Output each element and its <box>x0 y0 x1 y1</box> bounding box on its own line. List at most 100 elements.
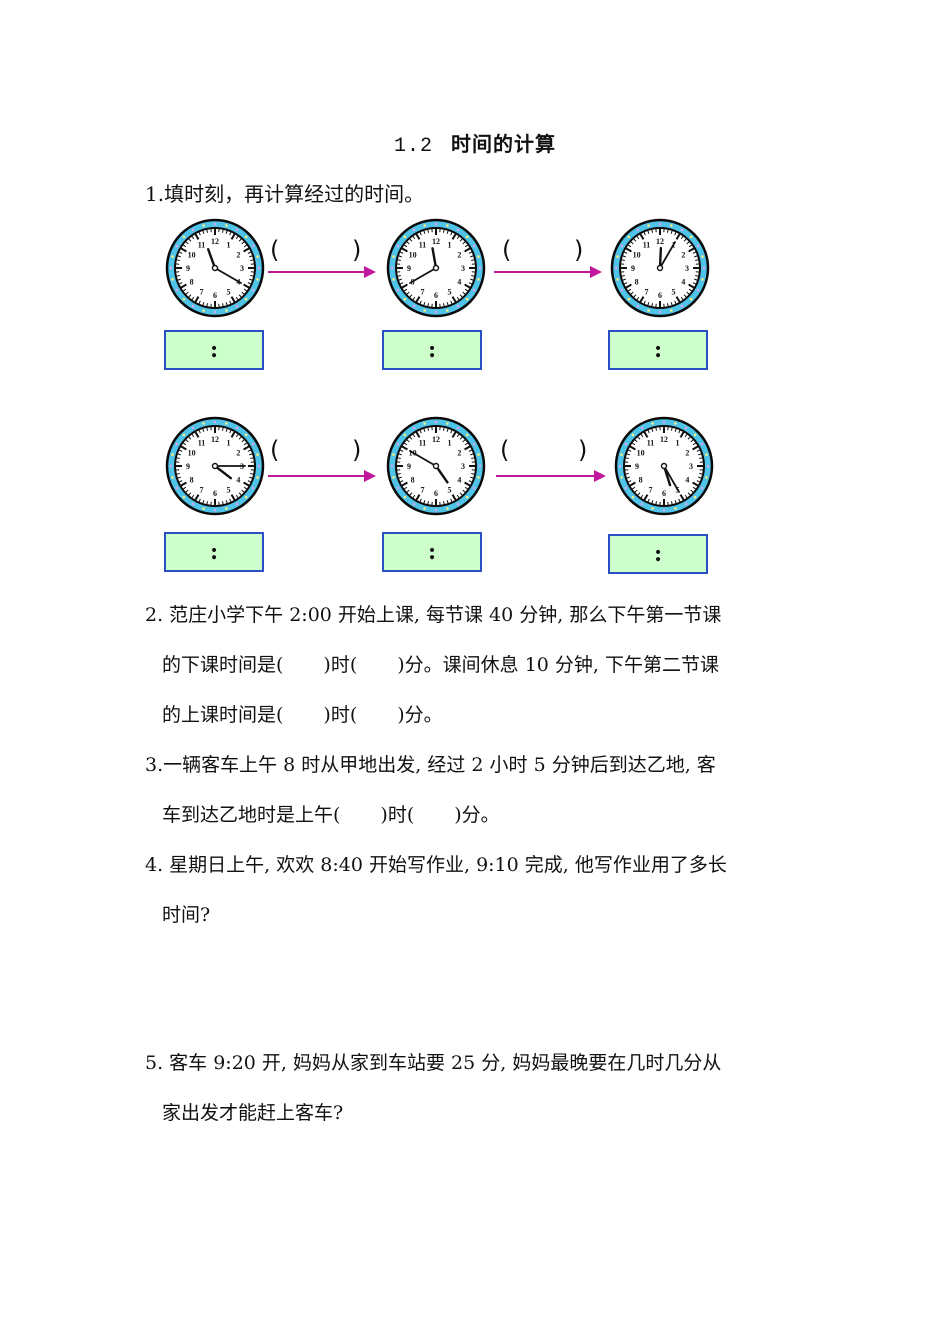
svg-text:10: 10 <box>188 251 196 260</box>
arrow-right-icon <box>268 466 376 486</box>
close-paren: ) <box>352 436 362 464</box>
svg-text:12: 12 <box>660 435 668 444</box>
section-title: 时间的计算 <box>451 132 556 156</box>
svg-text:1: 1 <box>676 439 680 448</box>
svg-text:2: 2 <box>236 449 240 458</box>
svg-text:4: 4 <box>457 476 461 485</box>
svg-text:11: 11 <box>647 439 655 448</box>
svg-text:3: 3 <box>461 462 465 471</box>
svg-text:10: 10 <box>637 449 645 458</box>
svg-text:3: 3 <box>685 264 689 273</box>
elapsed-time-blank[interactable]: ( ) <box>270 236 365 264</box>
svg-text:7: 7 <box>200 485 204 494</box>
svg-text:2: 2 <box>681 251 685 260</box>
svg-text:5: 5 <box>227 485 231 494</box>
question-2-line-1: 2. 范庄小学下午 2:00 开始上课, 每节课 40 分钟, 那么下午第一节课 <box>145 604 722 626</box>
elapsed-time-blank[interactable]: ( ) <box>502 236 597 264</box>
text: )分。课间休息 10 分钟, 下午第二节课 <box>397 654 719 676</box>
svg-text:6: 6 <box>662 489 666 498</box>
svg-text:4: 4 <box>236 476 240 485</box>
svg-text:5: 5 <box>448 485 452 494</box>
svg-text:10: 10 <box>188 449 196 458</box>
open-paren: ( <box>270 436 280 464</box>
svg-text:5: 5 <box>448 287 452 296</box>
svg-text:11: 11 <box>643 241 651 250</box>
arrow-right-icon <box>496 466 606 486</box>
time-answer-box[interactable]: : <box>164 330 264 370</box>
svg-text:9: 9 <box>407 462 411 471</box>
svg-text:2: 2 <box>236 251 240 260</box>
clock-icon: 123456789101112 <box>610 218 710 318</box>
question-5-line-2: 家出发才能赶上客车? <box>162 1102 344 1124</box>
question-5-line-1: 5. 客车 9:20 开, 妈妈从家到车站要 25 分, 妈妈最晚要在几时几分从 <box>145 1052 722 1074</box>
text: )分。 <box>397 704 443 726</box>
svg-text:1: 1 <box>448 439 452 448</box>
svg-text:9: 9 <box>631 264 635 273</box>
svg-text:1: 1 <box>227 241 231 250</box>
svg-text:12: 12 <box>432 237 440 246</box>
clock-icon: 123456789101112 <box>386 218 486 318</box>
svg-text:4: 4 <box>681 278 685 287</box>
text: )时( <box>323 704 358 726</box>
svg-text:6: 6 <box>658 291 662 300</box>
arrow-right-icon <box>268 262 376 282</box>
elapsed-time-blank[interactable]: ( ) <box>500 436 595 464</box>
svg-text:11: 11 <box>419 241 427 250</box>
time-answer-box[interactable]: : <box>608 330 708 370</box>
svg-text:8: 8 <box>639 476 643 485</box>
clock-icon: 123456789101112 <box>614 416 714 516</box>
svg-text:9: 9 <box>407 264 411 273</box>
question-5: 5. 客车 9:20 开, 妈妈从家到车站要 25 分, 妈妈最晚要在几时几分从… <box>145 1038 815 1138</box>
svg-text:7: 7 <box>421 287 425 296</box>
text: 车到达乙地时是上午( <box>162 804 341 826</box>
text: 的下课时间是( <box>162 654 284 676</box>
svg-text:6: 6 <box>434 291 438 300</box>
question-3-line-2: 车到达乙地时是上午( )时( )分。 <box>145 790 815 840</box>
svg-text:7: 7 <box>200 287 204 296</box>
svg-text:2: 2 <box>685 449 689 458</box>
text: )时( <box>380 804 415 826</box>
svg-text:5: 5 <box>672 287 676 296</box>
svg-text:2: 2 <box>457 251 461 260</box>
svg-text:2: 2 <box>457 449 461 458</box>
svg-text:10: 10 <box>409 251 417 260</box>
svg-text:6: 6 <box>213 291 217 300</box>
time-answer-box[interactable]: : <box>164 532 264 572</box>
question-4-line-1: 4. 星期日上午, 欢欢 8:40 开始写作业, 9:10 完成, 他写作业用了… <box>145 854 727 876</box>
svg-text:11: 11 <box>419 439 427 448</box>
svg-text:1: 1 <box>227 439 231 448</box>
svg-text:7: 7 <box>421 485 425 494</box>
svg-text:12: 12 <box>432 435 440 444</box>
question-1-prompt: 1.填时刻，再计算经过的时间。 <box>145 182 425 206</box>
svg-text:10: 10 <box>633 251 641 260</box>
svg-text:7: 7 <box>645 287 649 296</box>
svg-text:8: 8 <box>190 278 194 287</box>
time-answer-box[interactable]: : <box>382 532 482 572</box>
question-2: 2. 范庄小学下午 2:00 开始上课, 每节课 40 分钟, 那么下午第一节课… <box>145 590 815 740</box>
clock-icon: 123456789101112 <box>165 218 265 318</box>
svg-text:6: 6 <box>434 489 438 498</box>
svg-text:3: 3 <box>240 264 244 273</box>
svg-text:8: 8 <box>411 476 415 485</box>
question-3-line-1: 3.一辆客车上午 8 时从甲地出发, 经过 2 小时 5 分钟后到达乙地, 客 <box>145 754 716 776</box>
text: )时( <box>323 654 358 676</box>
question-2-line-2: 的下课时间是( )时( )分。课间休息 10 分钟, 下午第二节课 <box>145 640 815 690</box>
question-2-line-3: 的上课时间是( )时( )分。 <box>145 690 815 740</box>
svg-text:6: 6 <box>213 489 217 498</box>
question-4-line-2: 时间? <box>162 904 211 926</box>
svg-text:11: 11 <box>198 241 206 250</box>
open-paren: ( <box>502 236 512 264</box>
time-answer-box[interactable]: : <box>382 330 482 370</box>
question-4: 4. 星期日上午, 欢欢 8:40 开始写作业, 9:10 完成, 他写作业用了… <box>145 840 815 940</box>
text: 的上课时间是( <box>162 704 284 726</box>
svg-text:9: 9 <box>635 462 639 471</box>
time-answer-box[interactable]: : <box>608 534 708 574</box>
section-number: 1.2 <box>393 135 433 158</box>
svg-text:12: 12 <box>656 237 664 246</box>
svg-text:8: 8 <box>635 278 639 287</box>
elapsed-time-blank[interactable]: ( ) <box>270 436 365 464</box>
arrow-right-icon <box>494 262 602 282</box>
clock-icon: 123456789101112 <box>386 416 486 516</box>
text: )分。 <box>454 804 500 826</box>
svg-text:1: 1 <box>448 241 452 250</box>
